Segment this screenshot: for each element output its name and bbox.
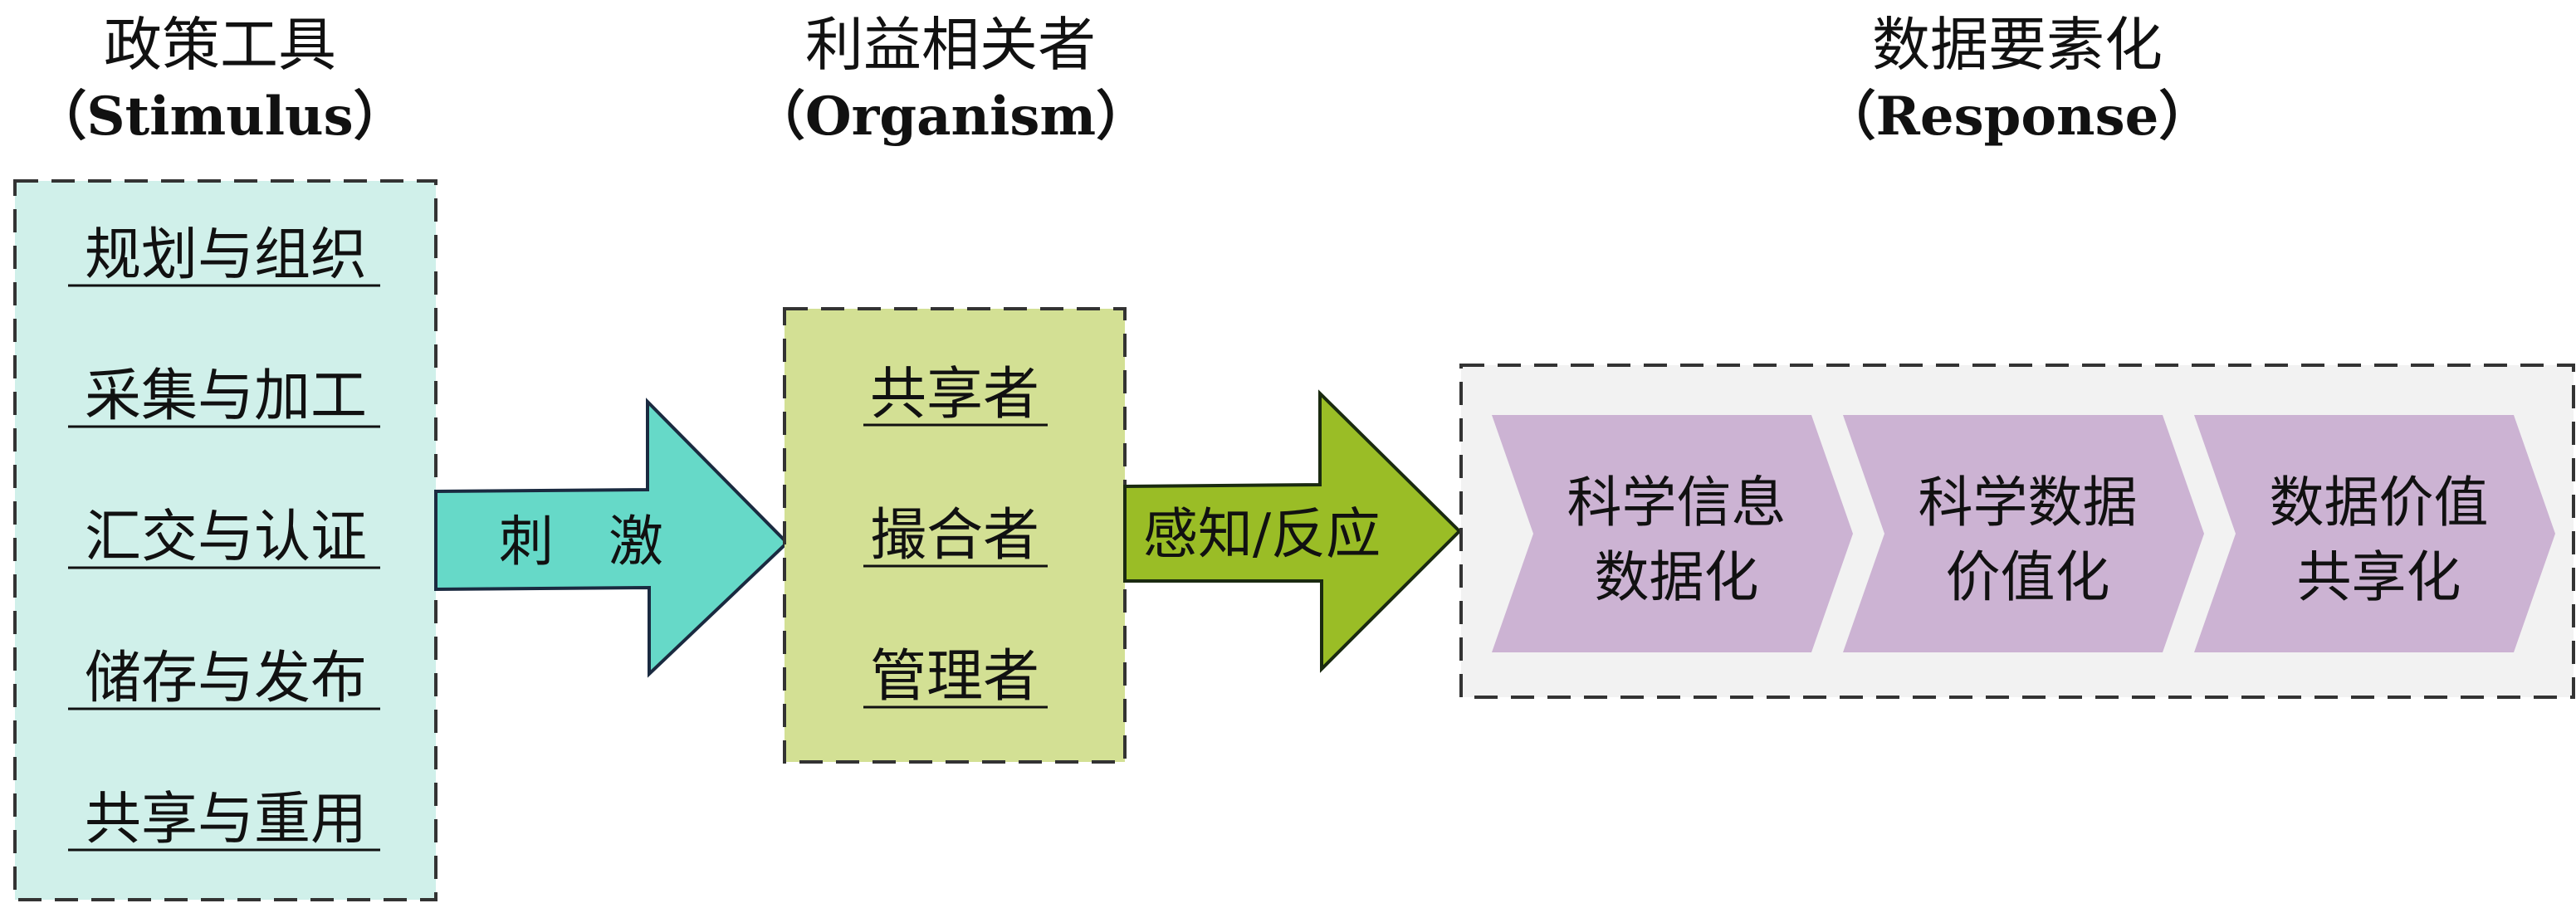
organism-arrow: 感知/反应 xyxy=(1123,389,1462,673)
response-title: 数据要素化 xyxy=(1872,11,2163,79)
organism-box xyxy=(783,307,1127,764)
stimulus-item-label: 共享与重用 xyxy=(85,787,367,852)
stage-line2: 价值化 xyxy=(1946,545,2110,609)
organism-item: 管理者 xyxy=(863,644,1048,710)
organism-item: 共享者 xyxy=(863,362,1048,427)
stage-line2: 数据化 xyxy=(1595,545,1759,609)
organism-subtitle: （Organism） xyxy=(752,85,1149,148)
stage-line1: 科学数据 xyxy=(1919,471,2138,535)
stimulus-item: 共享与重用 xyxy=(68,787,380,852)
organism-title: 利益相关者 xyxy=(805,11,1096,79)
organism-item: 撮合者 xyxy=(863,503,1048,569)
stimulus-item-label: 采集与加工 xyxy=(85,364,367,429)
stage-line1: 科学信息 xyxy=(1567,471,1787,535)
stimulus-box xyxy=(13,179,437,901)
stimulus-item-label: 汇交与认证 xyxy=(85,505,367,570)
stimulus-subtitle: （Stimulus） xyxy=(33,85,406,148)
stage-line2: 共享化 xyxy=(2297,545,2461,609)
arrow-shape xyxy=(1123,389,1462,673)
stimulus-item-label: 规划与组织 xyxy=(85,222,367,288)
stimulus-title: 政策工具 xyxy=(104,11,336,79)
organism-item-label: 共享者 xyxy=(870,362,1039,427)
arrow-shape xyxy=(434,398,789,678)
organism-item-label: 管理者 xyxy=(870,644,1039,710)
stimulus-item: 采集与加工 xyxy=(68,364,380,429)
stage-line1: 数据价值 xyxy=(2270,471,2489,535)
chevron-shape xyxy=(1492,415,1853,652)
organism-item-label: 撮合者 xyxy=(870,503,1039,569)
stimulus-arrow: 刺 激 xyxy=(434,398,789,678)
chevron-shape xyxy=(1843,415,2204,652)
stimulus-item: 规划与组织 xyxy=(68,222,380,288)
organism-arrow-label: 感知/反应 xyxy=(1143,502,1381,566)
response-subtitle: （Response） xyxy=(1823,85,2212,148)
stimulus-item-label: 储存与发布 xyxy=(85,646,367,711)
chevron-shape xyxy=(2194,415,2555,652)
stimulus-arrow-label: 刺 激 xyxy=(499,510,663,574)
stimulus-item: 汇交与认证 xyxy=(68,505,380,570)
stimulus-column: 政策工具 （Stimulus） 规划与组织采集与加工汇交与认证储存与发布共享与重… xyxy=(13,11,437,901)
stimulus-item: 储存与发布 xyxy=(68,646,380,711)
